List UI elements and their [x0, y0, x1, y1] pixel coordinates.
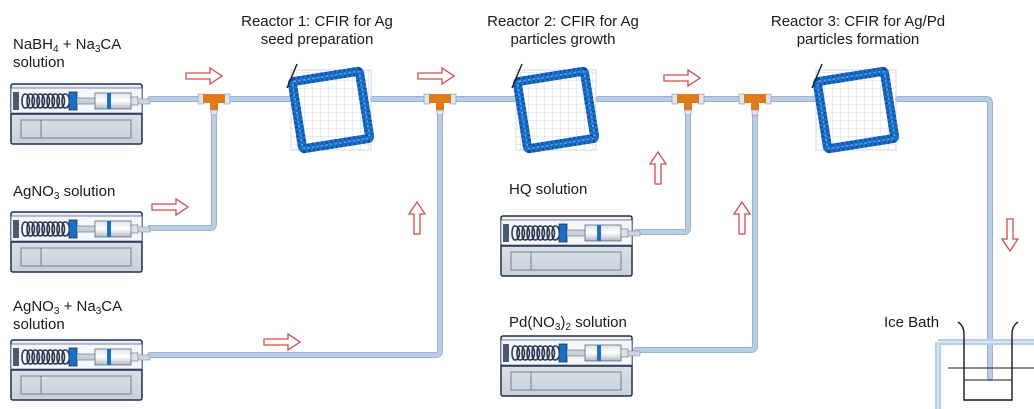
tube-reactor3-to-icebath [895, 96, 993, 381]
syringe-needle [137, 98, 151, 105]
reactor-coil-icon [812, 66, 900, 154]
flow-arrow-icon [185, 66, 224, 86]
reactor-3-title-line2: particles formation [796, 31, 920, 48]
tubing-layer [147, 96, 993, 381]
reactor-3-title-line1: Reactor 3: CFIR for Ag/Pd [770, 13, 946, 30]
reactor-lead [286, 63, 298, 89]
solution-5-label: Pd(NO3)2 solution [509, 314, 627, 333]
reactor-1-title-line1: Reactor 1: CFIR for Ag [241, 13, 393, 30]
pump-spring [21, 93, 71, 109]
tee-1 [197, 93, 231, 116]
syringe-pump-icon [500, 335, 641, 397]
reactor-1-coil [286, 63, 375, 154]
syringe-barrel [584, 344, 622, 362]
ice-bath-beaker-icon [957, 321, 1019, 401]
solution-4-label: HQ solution [509, 181, 588, 198]
syringe-pump-icon [10, 339, 151, 401]
flow-arrow-icon [732, 200, 752, 235]
reactor-2-title: Reactor 2: CFIR for Ag particles growth [468, 13, 658, 49]
ice-bath-icon [935, 321, 1034, 409]
syringe-barrel [94, 220, 132, 238]
syringe-barrel [94, 348, 132, 366]
reactor-1-title: Reactor 1: CFIR for Ag seed preparation [222, 13, 412, 49]
flow-arrow-icon [648, 150, 668, 185]
reactor-3-title: Reactor 3: CFIR for Ag/Pd particles form… [748, 13, 968, 49]
reactor-lead [811, 63, 823, 89]
pump-spring [21, 349, 71, 365]
syringe-needle [137, 354, 151, 361]
tee-junctions-layer [197, 93, 772, 116]
pumps-layer [10, 83, 641, 401]
flow-arrows-layer [151, 66, 1020, 352]
flow-arrow-icon [417, 66, 456, 86]
tee-4 [738, 93, 772, 116]
solution-3-label: AgNO3 + Na3CA solution [13, 298, 123, 333]
tee-junction-icon [744, 94, 766, 103]
flow-arrow-icon [663, 68, 702, 88]
tee-3 [671, 93, 705, 116]
tee-junction-icon [429, 94, 451, 103]
solution-2-label: AgNO3 solution [13, 183, 116, 202]
reactor-2-title-line2: particles growth [510, 31, 616, 48]
pump-spring [21, 221, 71, 237]
syringe-pump-icon [10, 211, 151, 273]
syringe-needle [137, 226, 151, 233]
syringe-barrel [584, 224, 622, 242]
tube-pump5-to-tee4 [633, 96, 758, 353]
tee-junction-icon [203, 94, 225, 103]
reactor-1-title-line2: seed preparation [260, 31, 374, 48]
pump-spring [511, 225, 561, 241]
reactor-2-coil [511, 63, 600, 154]
syringe-barrel [94, 92, 132, 110]
reactor-coil-icon [512, 66, 600, 154]
reactor-lead [511, 63, 523, 89]
solution-1-label: NaBH4 + Na3CA solution [13, 36, 122, 71]
tee-junction-icon [677, 94, 699, 103]
flow-arrow-icon [407, 200, 427, 235]
ice-bath-tank [935, 339, 1034, 409]
reactor-2-title-line1: Reactor 2: CFIR for Ag [487, 13, 639, 30]
syringe-pump-icon [500, 215, 641, 277]
pump-spring [511, 345, 561, 361]
syringe-pump-icon [10, 83, 151, 145]
flow-arrow-icon [1000, 218, 1020, 253]
tee-2 [423, 93, 457, 116]
reactors-layer [286, 63, 900, 154]
reactor-3-coil [811, 63, 900, 154]
tube-pump4-to-tee3 [633, 96, 691, 235]
flow-arrow-icon [263, 332, 302, 352]
syringe-needle [627, 350, 641, 357]
syringe-needle [627, 230, 641, 237]
flow-arrow-icon [151, 197, 190, 217]
ice-bath-label: Ice Bath [884, 314, 940, 331]
reactor-coil-icon [287, 66, 375, 154]
